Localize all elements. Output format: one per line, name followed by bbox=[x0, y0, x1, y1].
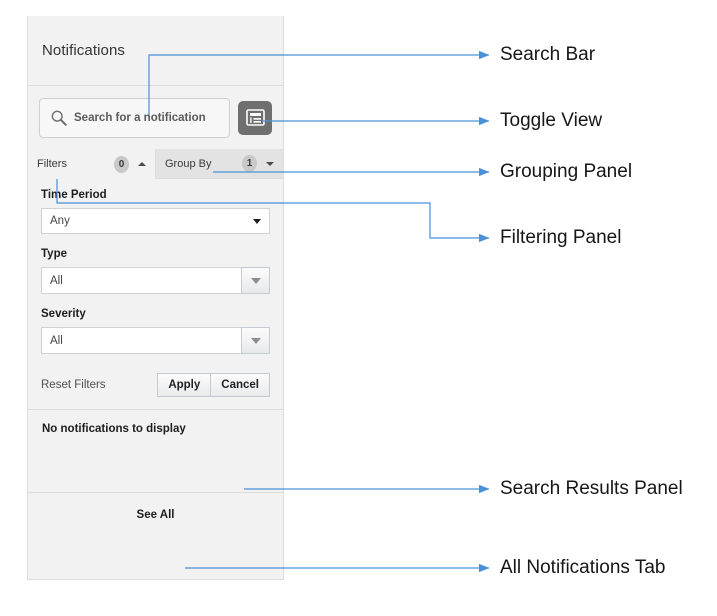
empty-state-message: No notifications to display bbox=[42, 423, 186, 435]
search-placeholder: Search for a notification bbox=[74, 111, 206, 124]
tabs-row: Filters 0 Group By 1 bbox=[28, 149, 283, 179]
annotation-label-toggle-view: Toggle View bbox=[500, 110, 603, 131]
tab-group-by-badge: 1 bbox=[242, 155, 257, 172]
list-view-toggle-icon bbox=[245, 109, 265, 126]
type-value: All bbox=[50, 274, 63, 287]
time-period-select[interactable]: Any bbox=[41, 208, 270, 234]
severity-dropdown-button[interactable] bbox=[241, 327, 270, 354]
reset-filters-link[interactable]: Reset Filters bbox=[41, 379, 106, 391]
search-bar: Search for a notification bbox=[28, 86, 283, 149]
type-label: Type bbox=[41, 248, 67, 260]
time-period-value: Any bbox=[50, 215, 70, 227]
type-dropdown-button[interactable] bbox=[241, 267, 270, 294]
cancel-button[interactable]: Cancel bbox=[211, 373, 270, 397]
see-all-link[interactable]: See All bbox=[136, 509, 175, 521]
tab-filters[interactable]: Filters 0 bbox=[28, 149, 156, 179]
chevron-down-icon bbox=[266, 161, 274, 166]
severity-label: Severity bbox=[41, 308, 86, 320]
tab-group-by[interactable]: Group By 1 bbox=[156, 149, 283, 179]
filtering-panel: Time Period Any Type All Severity All Re… bbox=[28, 179, 283, 410]
search-results-panel: No notifications to display bbox=[28, 410, 283, 493]
all-notifications-tab[interactable]: See All bbox=[28, 493, 283, 537]
tab-filters-label: Filters bbox=[37, 158, 67, 170]
tab-group-by-label: Group By bbox=[165, 157, 212, 170]
search-icon bbox=[51, 110, 67, 126]
annotation-label-filtering-panel: Filtering Panel bbox=[500, 227, 622, 248]
tab-filters-badge: 0 bbox=[114, 155, 129, 173]
apply-button[interactable]: Apply bbox=[157, 373, 212, 397]
chevron-down-icon bbox=[250, 277, 261, 284]
severity-select[interactable]: All bbox=[41, 327, 270, 354]
filter-button-group: Apply Cancel bbox=[157, 373, 270, 397]
notification-panel: Notifications Search for a notification … bbox=[27, 16, 284, 580]
panel-header: Notifications bbox=[28, 16, 283, 86]
time-period-label: Time Period bbox=[41, 189, 107, 201]
severity-value: All bbox=[50, 334, 63, 347]
type-select[interactable]: All bbox=[41, 267, 270, 294]
chevron-down-icon bbox=[250, 337, 261, 344]
annotation-label-grouping-panel: Grouping Panel bbox=[500, 161, 633, 182]
chevron-down-icon bbox=[253, 218, 261, 224]
filter-actions: Reset Filters Apply Cancel bbox=[41, 373, 270, 397]
search-input[interactable]: Search for a notification bbox=[39, 97, 230, 138]
type-value-field[interactable]: All bbox=[41, 267, 241, 294]
page-title: Notifications bbox=[42, 42, 126, 59]
toggle-view-button[interactable] bbox=[238, 100, 272, 135]
annotation-label-all-notifications: All Notifications Tab bbox=[500, 557, 666, 578]
severity-value-field[interactable]: All bbox=[41, 327, 241, 354]
annotation-label-search-bar: Search Bar bbox=[500, 44, 596, 65]
chevron-up-icon bbox=[138, 162, 146, 166]
annotation-label-search-results: Search Results Panel bbox=[500, 478, 683, 499]
